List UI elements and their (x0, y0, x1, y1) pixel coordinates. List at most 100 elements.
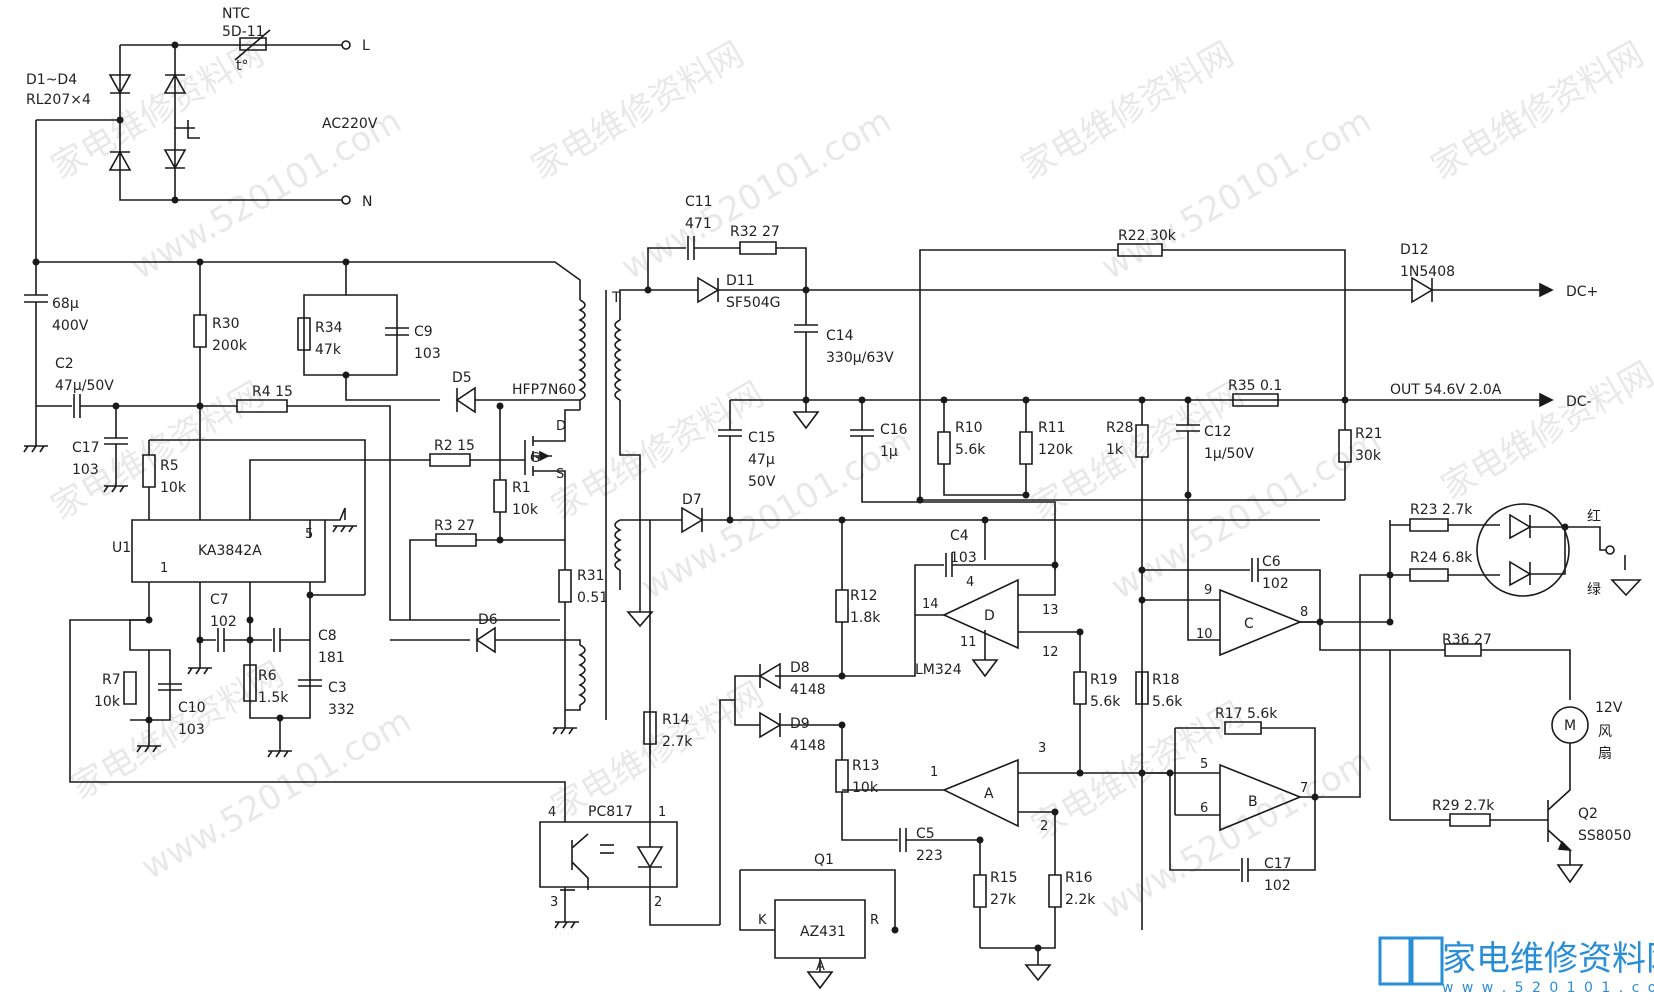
watermark-text: 家电维修资料网 (1015, 34, 1241, 188)
label-r14-val: 2.7k (662, 734, 693, 750)
led-red (1510, 515, 1530, 538)
watermark-text: 家电维修资料网 (1435, 354, 1654, 508)
ic-ka3842a (132, 520, 325, 582)
r34-resistor (298, 318, 310, 350)
label-opamp-d: D (984, 608, 995, 624)
label-c10-name: C10 (178, 700, 206, 716)
opamp-a (944, 760, 1018, 826)
label-r3: R3 27 (434, 518, 475, 534)
d5-diode (457, 388, 475, 412)
label-pin7: 7 (1300, 781, 1308, 796)
label-c11-val: 471 (685, 216, 712, 232)
q2-transistor (1548, 780, 1570, 865)
label-transformer: T (611, 290, 621, 306)
label-q2-name: Q2 (1578, 806, 1598, 822)
label-q1-name: Q1 (814, 852, 834, 868)
label-r30-name: R30 (212, 316, 240, 332)
label-fan-1: 风 (1598, 724, 1612, 740)
label-d5: D5 (452, 370, 472, 386)
label-c12-name: C12 (1204, 424, 1232, 440)
label-d8-name: D8 (790, 660, 810, 676)
r16-resistor (1049, 875, 1061, 907)
label-d7: D7 (682, 492, 702, 508)
label-pin-d: D (556, 419, 566, 434)
label-r23: R23 2.7k (1410, 502, 1473, 518)
label-pin9: 9 (1204, 583, 1212, 598)
label-q1-part: AZ431 (800, 924, 846, 940)
label-ic: KA3842A (198, 543, 262, 559)
label-pin11: 11 (960, 635, 977, 650)
label-pin3: 3 (1038, 741, 1046, 756)
r18-resistor (1136, 672, 1148, 704)
opamp-d (944, 580, 1018, 648)
watermark-text: 家电维修资料网 (545, 374, 771, 528)
label-c7-val: 102 (210, 614, 237, 630)
secondary-section (615, 236, 1640, 988)
label-q1-r: R (870, 913, 879, 928)
r35-resistor (1233, 394, 1278, 406)
r15-resistor (974, 875, 986, 907)
label-r15-name: R15 (990, 870, 1018, 886)
transformer-secondary-coil (615, 320, 620, 400)
label-r28-name: R28 (1106, 420, 1134, 436)
label-q1-a: A (816, 959, 825, 974)
label-c9-name: C9 (414, 324, 433, 340)
label-r1-val: 10k (512, 502, 539, 518)
label-r10-name: R10 (955, 420, 983, 436)
label-ntc-part: 5D-11 (222, 24, 265, 40)
label-c5-name: C5 (916, 826, 935, 842)
label-r31-name: R31 (577, 568, 605, 584)
label-c14-val: 330μ/63V (826, 350, 894, 366)
label-d12-name: D12 (1400, 242, 1429, 258)
bridge-diode-3 (110, 152, 130, 170)
r24-resistor (1410, 569, 1448, 581)
label-c11-name: C11 (685, 194, 713, 210)
transformer-aux-coil (580, 645, 585, 705)
label-r35: R35 0.1 (1228, 378, 1282, 394)
bicolor-led (1477, 504, 1569, 596)
r29-resistor (1450, 814, 1490, 826)
dc-plus-arrow (1540, 284, 1552, 296)
bridge-diode-4 (165, 150, 185, 168)
label-u1: U1 (112, 540, 131, 556)
label-pin5: 5 (1200, 757, 1208, 772)
label-ntc: NTC (222, 6, 250, 22)
label-r5-val: 10k (160, 480, 187, 496)
watermark-url: www.520101.com (1095, 101, 1379, 288)
label-r31-val: 0.51 (577, 590, 608, 606)
label-r18-name: R18 (1152, 672, 1180, 688)
label-r24: R24 6.8k (1410, 550, 1473, 566)
label-r13-val: 10k (852, 780, 879, 796)
label-r11-val: 120k (1038, 442, 1074, 458)
label-q2-part: SS8050 (1578, 828, 1631, 844)
label-r21-name: R21 (1355, 426, 1383, 442)
label-opto-p3: 3 (550, 895, 558, 910)
r12-resistor (836, 590, 848, 622)
label-c15-val: 47μ (748, 452, 775, 468)
ac-input-section (36, 30, 350, 262)
optocoupler-pc817 (540, 790, 720, 928)
label-r10-val: 5.6k (955, 442, 986, 458)
label-r7-name: R7 (102, 672, 121, 688)
label-c17b-val: 102 (1264, 878, 1291, 894)
label-fan-v: 12V (1595, 700, 1623, 716)
label-pin6: 6 (1200, 801, 1208, 816)
label-r29: R29 2.7k (1432, 798, 1495, 814)
label-dc-plus: DC+ (1566, 284, 1598, 300)
label-d9-part: 4148 (790, 738, 826, 754)
r6-resistor (244, 665, 256, 701)
label-c2-val: 47μ/50V (55, 378, 114, 394)
d9-diode (760, 713, 780, 737)
watermark-text: 家电维修资料网 (1425, 34, 1651, 188)
label-q1-k: K (758, 913, 767, 928)
label-led-green: 绿 (1587, 582, 1601, 598)
label-d8-part: 4148 (790, 682, 826, 698)
label-opto-p1: 1 (658, 805, 666, 820)
label-pin13: 13 (1042, 603, 1059, 618)
label-d11-part: SF504G (726, 295, 781, 311)
label-ic-pin1: 1 (160, 561, 168, 576)
label-bridge-part: RL207×4 (26, 92, 91, 108)
label-pin2: 2 (1040, 819, 1048, 834)
watermark-url: www.520101.com (615, 101, 899, 288)
watermark-text: 家电维修资料网 (525, 34, 751, 188)
